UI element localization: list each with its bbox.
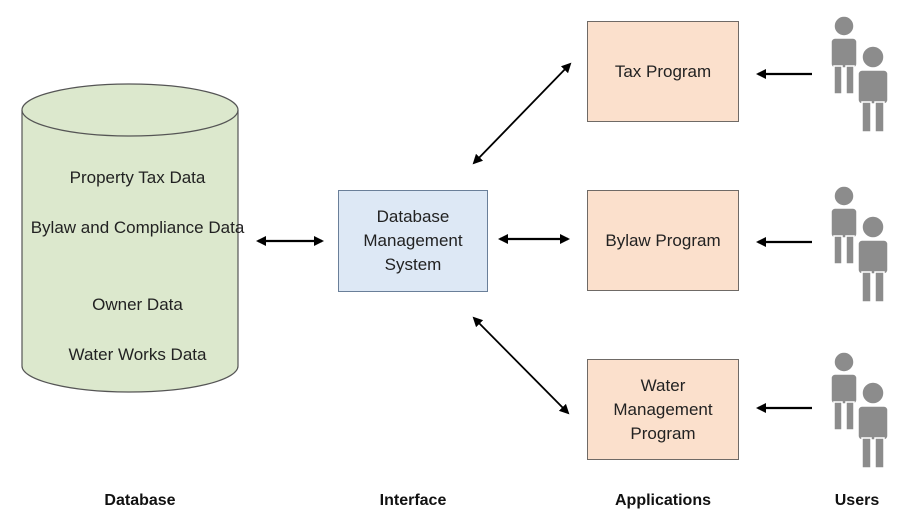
database-cylinder xyxy=(21,83,239,393)
application-label-tax: Tax Program xyxy=(614,61,712,81)
application-label-bylaw: Bylaw Program xyxy=(605,230,721,250)
column-label-applications: Applications xyxy=(614,492,711,509)
application-box-water: Water Management Program xyxy=(587,359,739,460)
application-box-bylaw: Bylaw Program xyxy=(587,190,739,291)
database-item-property-tax: Property Tax Data xyxy=(69,168,206,187)
database-item-water-works: Water Works Data xyxy=(68,345,207,364)
users-icon xyxy=(830,351,889,469)
application-label-water: Water Management Program xyxy=(613,375,713,443)
users-icon xyxy=(830,185,889,303)
arrow-interface-water xyxy=(472,316,570,415)
column-label-interface: Interface xyxy=(379,492,447,509)
column-label-database: Database xyxy=(104,492,176,509)
users-icon xyxy=(830,15,889,133)
interface-label: Database Management System xyxy=(363,207,463,274)
database-item-owner: Owner Data xyxy=(92,295,183,314)
application-box-tax: Tax Program xyxy=(587,21,739,122)
arrow-interface-tax xyxy=(472,62,572,165)
database-item-bylaw-compliance: Bylaw and Compliance Data xyxy=(30,218,245,237)
interface-box: Database Management System xyxy=(338,190,488,292)
column-label-users: Users xyxy=(834,492,880,509)
